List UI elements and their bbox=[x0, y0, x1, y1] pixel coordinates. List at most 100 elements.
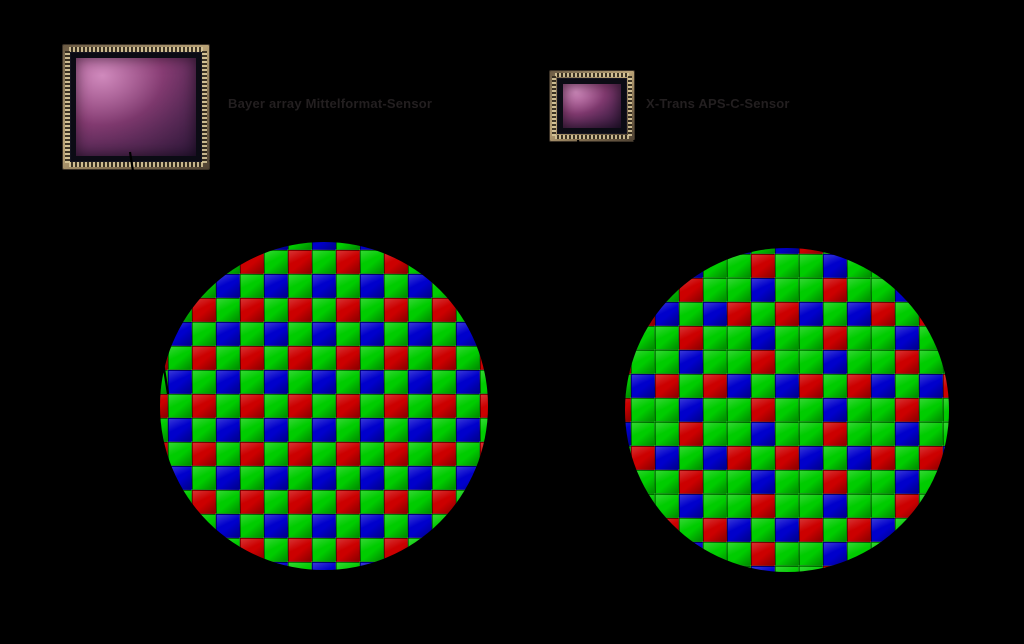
cfa-pixel-r bbox=[679, 326, 703, 350]
sensor-bond-pads-bottom bbox=[555, 135, 629, 139]
cfa-pixel-r bbox=[240, 490, 264, 514]
cfa-pixel-b bbox=[168, 418, 192, 442]
cfa-pixel-g bbox=[336, 418, 360, 442]
cfa-pixel-r bbox=[895, 254, 919, 278]
cfa-pixel-r bbox=[432, 538, 456, 562]
cfa-pixel-g bbox=[432, 418, 456, 442]
cfa-pixel-b bbox=[168, 242, 192, 250]
cfa-pixel-b bbox=[847, 446, 871, 470]
cfa-pixel-g bbox=[823, 302, 847, 326]
cfa-pixel-g bbox=[847, 566, 871, 572]
leader-line-bayer-1 bbox=[209, 159, 301, 239]
cfa-pixel-r bbox=[480, 538, 488, 562]
cfa-pixel-g bbox=[871, 350, 895, 374]
cfa-pixel-g bbox=[823, 248, 847, 254]
cfa-pixel-g bbox=[264, 442, 288, 466]
cfa-pixel-g bbox=[360, 490, 384, 514]
cfa-pixel-g bbox=[456, 346, 480, 370]
cfa-pixel-r bbox=[799, 518, 823, 542]
cfa-pixel-g bbox=[264, 538, 288, 562]
cfa-pixel-g bbox=[160, 466, 168, 490]
cfa-pixel-g bbox=[919, 422, 943, 446]
cfa-pixel-g bbox=[360, 298, 384, 322]
cfa-pixel-r bbox=[192, 538, 216, 562]
cfa-pixel-b bbox=[625, 326, 631, 350]
cfa-pixel-b bbox=[943, 302, 949, 326]
cfa-pixel-g bbox=[240, 466, 264, 490]
cfa-pixel-r bbox=[336, 250, 360, 274]
cfa-pixel-r bbox=[160, 442, 168, 466]
cfa-pixel-r bbox=[847, 374, 871, 398]
cfa-pixel-g bbox=[751, 446, 775, 470]
cfa-pixel-g bbox=[480, 274, 488, 298]
cfa-pixel-g bbox=[408, 442, 432, 466]
cfa-pixel-g bbox=[631, 398, 655, 422]
cfa-pixel-g bbox=[192, 242, 216, 250]
cfa-pixel-b bbox=[312, 274, 336, 298]
cfa-pixel-b bbox=[312, 418, 336, 442]
cfa-pixel-b bbox=[408, 370, 432, 394]
cfa-pixel-g bbox=[679, 518, 703, 542]
cfa-pixel-r bbox=[480, 346, 488, 370]
cfa-pixel-g bbox=[871, 398, 895, 422]
cfa-pixel-g bbox=[312, 250, 336, 274]
sensor-bond-pads-bottom bbox=[69, 162, 203, 167]
cfa-pixel-r bbox=[240, 538, 264, 562]
cfa-pixel-r bbox=[288, 250, 312, 274]
label-xtrans-sensor: X-Trans APS-C-Sensor bbox=[646, 96, 790, 111]
cfa-pixel-r bbox=[679, 566, 703, 572]
cfa-pixel-b bbox=[751, 422, 775, 446]
cfa-pixel-g bbox=[655, 254, 679, 278]
cfa-pixel-g bbox=[216, 394, 240, 418]
cfa-pixel-g bbox=[871, 542, 895, 566]
cfa-pixel-g bbox=[192, 322, 216, 346]
cfa-pixel-r bbox=[336, 538, 360, 562]
cfa-pixel-g bbox=[432, 514, 456, 538]
cfa-pixel-r bbox=[895, 494, 919, 518]
cfa-pixel-r bbox=[775, 302, 799, 326]
cfa-pixel-g bbox=[288, 370, 312, 394]
cfa-pixel-g bbox=[168, 538, 192, 562]
cfa-pixel-g bbox=[168, 298, 192, 322]
cfa-pixel-g bbox=[655, 278, 679, 302]
cfa-pixel-r bbox=[480, 442, 488, 466]
cfa-pixel-g bbox=[727, 422, 751, 446]
cfa-pixel-r bbox=[288, 442, 312, 466]
cfa-pixel-b bbox=[631, 518, 655, 542]
cfa-pixel-b bbox=[264, 322, 288, 346]
cfa-pixel-g bbox=[384, 322, 408, 346]
cfa-pixel-g bbox=[312, 490, 336, 514]
cfa-pixel-g bbox=[160, 562, 168, 570]
cfa-pixel-g bbox=[847, 398, 871, 422]
cfa-pixel-b bbox=[216, 242, 240, 250]
cfa-pixel-g bbox=[943, 326, 949, 350]
cfa-pixel-g bbox=[919, 542, 943, 566]
cfa-pixel-r bbox=[432, 250, 456, 274]
cfa-pixel-b bbox=[895, 326, 919, 350]
cfa-pixel-g bbox=[312, 442, 336, 466]
cfa-pixel-r bbox=[625, 494, 631, 518]
cfa-pixel-g bbox=[480, 242, 488, 250]
cfa-pixel-b bbox=[408, 466, 432, 490]
cfa-pixel-g bbox=[192, 370, 216, 394]
cfa-pixel-r bbox=[432, 346, 456, 370]
cfa-pixel-b bbox=[312, 322, 336, 346]
cfa-pixel-g bbox=[703, 278, 727, 302]
cfa-pixel-g bbox=[943, 566, 949, 572]
cfa-pixel-g bbox=[432, 370, 456, 394]
cfa-pixel-b bbox=[216, 418, 240, 442]
cfa-pixel-g bbox=[679, 302, 703, 326]
cfa-pixel-g bbox=[432, 274, 456, 298]
cfa-pixel-g bbox=[408, 538, 432, 562]
cfa-pixel-g bbox=[919, 350, 943, 374]
cfa-pixel-r bbox=[679, 422, 703, 446]
cfa-pixel-g bbox=[168, 250, 192, 274]
cfa-pixel-b bbox=[456, 242, 480, 250]
cfa-pixel-g bbox=[799, 422, 823, 446]
sensor-bond-pads-top bbox=[69, 47, 203, 52]
cfa-pixel-r bbox=[703, 374, 727, 398]
cfa-pixel-g bbox=[312, 346, 336, 370]
magnifier-bayer-cfa bbox=[160, 242, 488, 570]
cfa-pixel-g bbox=[727, 254, 751, 278]
cfa-pixel-b bbox=[216, 562, 240, 570]
